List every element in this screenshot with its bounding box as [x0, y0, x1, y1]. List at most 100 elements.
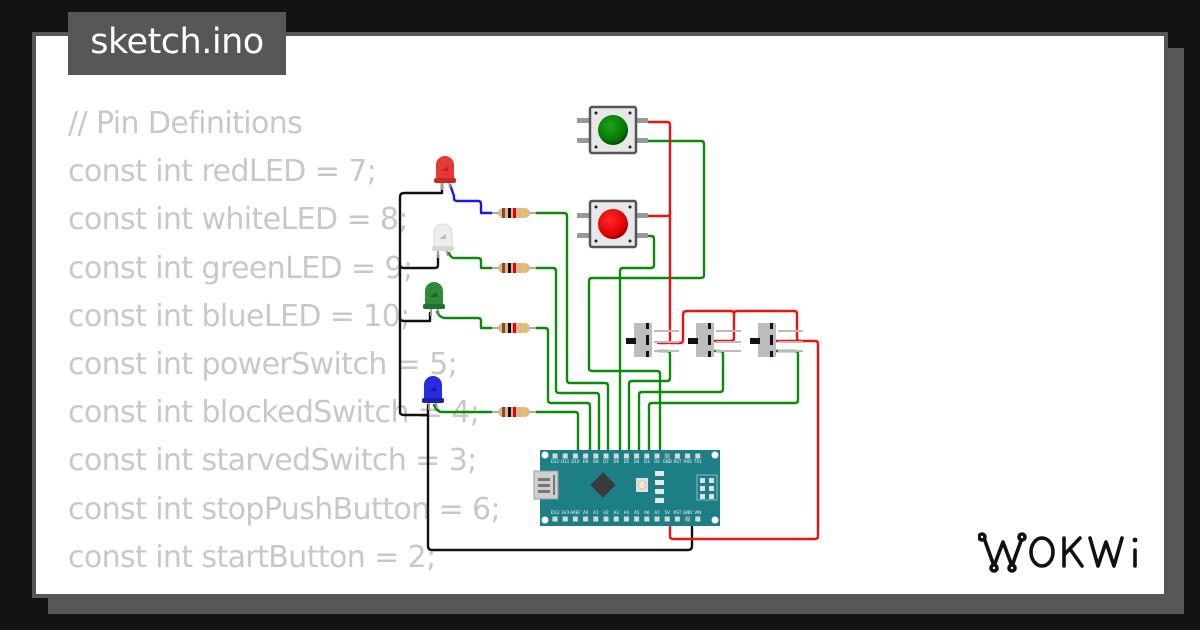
pin-d6[interactable]: [613, 453, 619, 459]
stop-button[interactable]: [577, 199, 648, 249]
pin-a0[interactable]: [583, 516, 589, 522]
pin-d8[interactable]: [593, 453, 599, 459]
led-green[interactable]: [423, 282, 445, 316]
arduino-bottom-header: [552, 516, 701, 522]
resistor[interactable]: [492, 407, 536, 417]
resistors: [492, 208, 536, 417]
pin-a7[interactable]: [654, 516, 660, 522]
pin-label: D8: [593, 459, 599, 464]
pin-d11[interactable]: [562, 453, 568, 459]
pin-label: D10: [571, 459, 580, 464]
wire-gnd: [398, 181, 444, 270]
pin-label: A3: [614, 510, 620, 515]
resistor[interactable]: [492, 208, 536, 218]
pin-rx0[interactable]: [685, 453, 691, 459]
pin-label: D7: [603, 459, 609, 464]
wire-d8: [534, 266, 601, 457]
code-line: const int greenLED = 9;: [68, 250, 413, 286]
wire-gnd: [426, 413, 694, 552]
start-button[interactable]: [577, 105, 648, 155]
pin-label: 5V: [665, 510, 671, 515]
wire-d9: [534, 326, 592, 457]
pin-label: VIN: [694, 510, 701, 515]
resistor[interactable]: [492, 263, 536, 273]
pin-d5[interactable]: [623, 453, 629, 459]
wire-start-d2: [587, 139, 706, 457]
mcu-chip: [590, 472, 616, 498]
pin-tx1[interactable]: [695, 453, 701, 459]
led-white[interactable]: [432, 223, 454, 258]
pin-a2[interactable]: [603, 516, 609, 522]
wire-d7: [534, 211, 610, 457]
arduino-top-header: [552, 453, 701, 459]
code-line: const int whiteLED = 8;: [68, 202, 409, 238]
pin-d13[interactable]: [552, 516, 558, 522]
pin-vin[interactable]: [695, 516, 701, 522]
led-blue[interactable]: [422, 376, 444, 410]
wire-vcc: [646, 120, 672, 345]
pin-d10[interactable]: [572, 453, 578, 459]
starved-switch[interactable]: [750, 323, 803, 357]
led-red[interactable]: [434, 156, 456, 190]
pin-gnd[interactable]: [685, 516, 691, 522]
resistor[interactable]: [492, 323, 536, 333]
wire-vcc: [646, 211, 672, 218]
pin-label: D3: [644, 459, 650, 464]
pin-d3[interactable]: [644, 453, 650, 459]
pin-a5[interactable]: [634, 516, 640, 522]
pin-5v[interactable]: [664, 516, 670, 522]
pin-label: RX0: [684, 459, 693, 464]
wire-vcc: [668, 309, 820, 541]
pin-label: A7: [654, 510, 660, 515]
pin-label: D2: [654, 459, 660, 464]
wire-green-led: [435, 310, 494, 330]
wire-stop-d6: [618, 234, 656, 457]
wire-vcc: [668, 309, 736, 345]
pin-d2[interactable]: [654, 453, 660, 459]
pin-label: A6: [644, 510, 650, 515]
pin-label: A1: [593, 510, 599, 515]
code-line: const int blockedSwitch = 4;: [68, 395, 480, 431]
pin-label: TX1: [693, 459, 702, 464]
pin-label: GND: [663, 459, 672, 464]
pin-label: D9: [583, 459, 589, 464]
pin-d7[interactable]: [603, 453, 609, 459]
pin-d9[interactable]: [583, 453, 589, 459]
pin-d4[interactable]: [634, 453, 640, 459]
icsp-header: [696, 474, 718, 501]
pin-label: AREF: [570, 510, 581, 515]
pin-rst[interactable]: [674, 516, 680, 522]
power-switch[interactable]: [626, 323, 679, 357]
pin-d12[interactable]: [552, 453, 558, 459]
code-line: const int blueLED = 10;: [68, 298, 410, 334]
pin-label: A2: [603, 510, 609, 515]
code-line: const int redLED = 7;: [68, 154, 377, 190]
wire-blue-led: [432, 403, 494, 414]
wire-gnd: [398, 316, 430, 417]
reset-button[interactable]: [636, 478, 648, 492]
code-line: const int stopPushButton = 6;: [68, 491, 501, 527]
pin-a4[interactable]: [623, 516, 629, 522]
blocked-switch[interactable]: [688, 323, 741, 357]
pin-a1[interactable]: [593, 516, 599, 522]
pin-label: A4: [624, 510, 630, 515]
pin-aref[interactable]: [572, 516, 578, 522]
code-line: const int startButton = 2;: [68, 539, 436, 575]
pin-a6[interactable]: [644, 516, 650, 522]
pin-3v3[interactable]: [562, 516, 568, 522]
pin-rst[interactable]: [674, 453, 680, 459]
code-line: // Pin Definitions: [68, 106, 303, 141]
pin-label: RST: [674, 510, 682, 515]
pin-label: A0: [583, 510, 589, 515]
pin-label: D11: [561, 459, 570, 464]
pin-label: D12: [551, 459, 560, 464]
pin-a3[interactable]: [613, 516, 619, 522]
usb-connector: [533, 470, 559, 500]
file-tab[interactable]: sketch.ino: [68, 12, 286, 75]
wire-d10: [534, 410, 580, 457]
pin-gnd[interactable]: [664, 453, 670, 459]
